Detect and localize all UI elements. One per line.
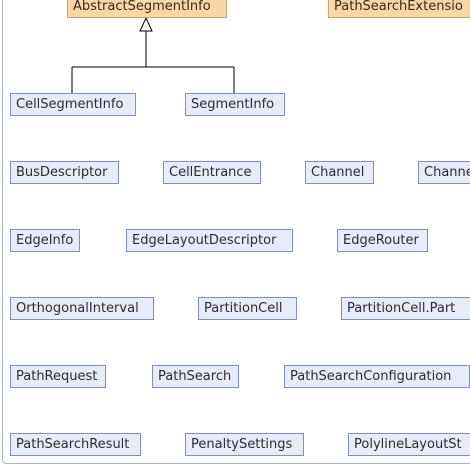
node-polyline-layout-st[interactable]: PolylineLayoutSt: [348, 433, 470, 456]
generalization-arrow-icon: [139, 16, 153, 32]
node-partition-cell[interactable]: PartitionCell: [198, 297, 297, 320]
node-channel-truncated[interactable]: Channe: [418, 161, 470, 184]
node-cell-segment-info[interactable]: CellSegmentInfo: [10, 93, 136, 116]
node-partition-cell-part[interactable]: PartitionCell.Part: [341, 297, 470, 320]
node-cell-entrance[interactable]: CellEntrance: [163, 161, 261, 184]
node-penalty-settings[interactable]: PenaltySettings: [185, 433, 304, 456]
node-channel[interactable]: Channel: [305, 161, 374, 184]
node-abstract-segment-info[interactable]: AbstractSegmentInfo: [67, 0, 227, 18]
node-path-search-configuration[interactable]: PathSearchConfiguration: [284, 365, 470, 388]
node-bus-descriptor[interactable]: BusDescriptor: [10, 161, 119, 184]
node-edge-router[interactable]: EdgeRouter: [337, 229, 428, 252]
node-orthogonal-interval[interactable]: OrthogonalInterval: [10, 297, 154, 320]
node-edge-layout-descriptor[interactable]: EdgeLayoutDescriptor: [126, 229, 293, 252]
node-path-request[interactable]: PathRequest: [10, 365, 106, 388]
node-path-search[interactable]: PathSearch: [152, 365, 239, 388]
node-segment-info[interactable]: SegmentInfo: [185, 93, 285, 116]
node-path-search-result[interactable]: PathSearchResult: [10, 433, 141, 456]
node-path-search-extension[interactable]: PathSearchExtensio: [328, 0, 470, 18]
node-edge-info[interactable]: EdgeInfo: [10, 229, 80, 252]
